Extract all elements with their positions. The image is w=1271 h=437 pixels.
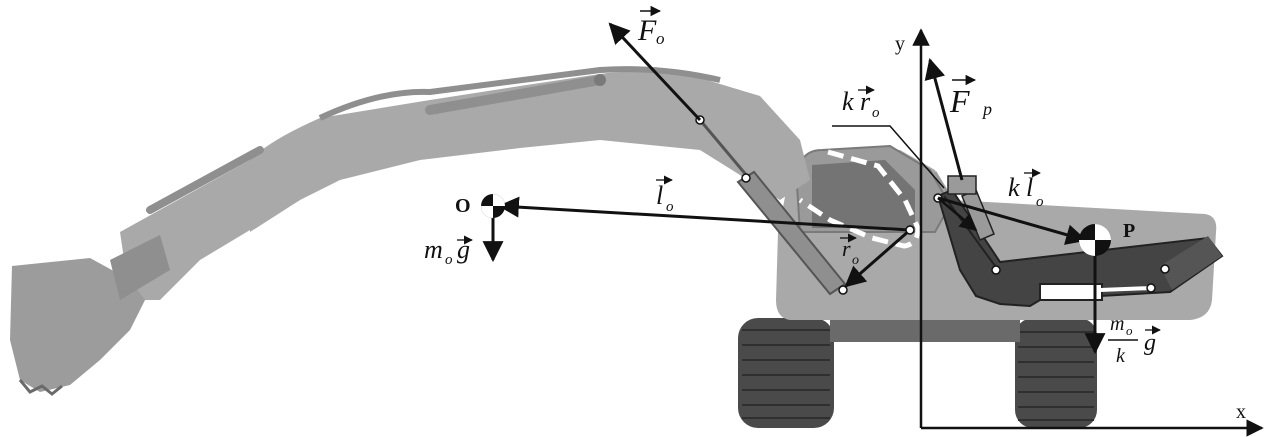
svg-text:o: o — [1036, 194, 1044, 210]
svg-text:F: F — [949, 83, 970, 119]
k-r-o-arrow — [937, 197, 978, 232]
label-weight-o: m o g — [424, 235, 473, 268]
axis-x-label: x — [1236, 401, 1246, 423]
left-track — [738, 318, 834, 428]
label-k-l-o: k l o — [1008, 168, 1044, 210]
right-track — [1015, 318, 1097, 428]
label-force-o: F o — [637, 5, 665, 48]
svg-text:l: l — [1026, 173, 1033, 202]
r-o-arrow — [844, 228, 911, 288]
label-r-o: r o — [840, 233, 859, 268]
svg-text:l: l — [656, 181, 663, 210]
label-force-p: F p — [949, 74, 992, 119]
svg-text:g: g — [457, 235, 470, 264]
force-vectors — [482, 22, 1106, 355]
svg-text:o: o — [445, 252, 453, 268]
svg-text:o: o — [1126, 323, 1133, 338]
force-p-arrow — [924, 57, 964, 181]
excavator-silhouette — [10, 66, 1217, 428]
label-l-o: l o — [656, 175, 674, 215]
svg-text:m: m — [424, 235, 443, 264]
k-l-o-arrow — [937, 196, 1088, 245]
svg-text:F: F — [637, 14, 657, 47]
svg-text:m: m — [1110, 313, 1124, 335]
svg-text:p: p — [981, 99, 992, 119]
svg-text:k: k — [842, 87, 854, 116]
l-o-arrow — [497, 196, 911, 232]
scaled-model-boom — [933, 175, 1224, 308]
svg-text:k: k — [1116, 345, 1126, 367]
point-p-marker — [1079, 224, 1111, 256]
label-point-p: P — [1123, 220, 1135, 242]
label-k-r-o: k r o — [842, 85, 880, 121]
svg-text:o: o — [666, 199, 674, 215]
svg-text:o: o — [656, 29, 665, 48]
svg-text:o: o — [872, 105, 880, 121]
label-point-o: O — [455, 195, 471, 217]
svg-text:k: k — [1008, 173, 1020, 202]
svg-text:r: r — [842, 236, 851, 261]
coordinate-axes: y x — [895, 28, 1264, 437]
main-boom — [250, 71, 810, 232]
svg-text:r: r — [860, 87, 871, 116]
bucket — [10, 258, 145, 392]
label-weight-p: m o k g — [1108, 313, 1161, 367]
k-r-o-leader — [832, 125, 945, 189]
svg-text:g: g — [1144, 330, 1156, 356]
force-o-arrow — [608, 22, 702, 122]
axis-y-label: y — [895, 33, 905, 55]
point-o-marker — [481, 194, 505, 218]
svg-text:o: o — [852, 253, 859, 268]
